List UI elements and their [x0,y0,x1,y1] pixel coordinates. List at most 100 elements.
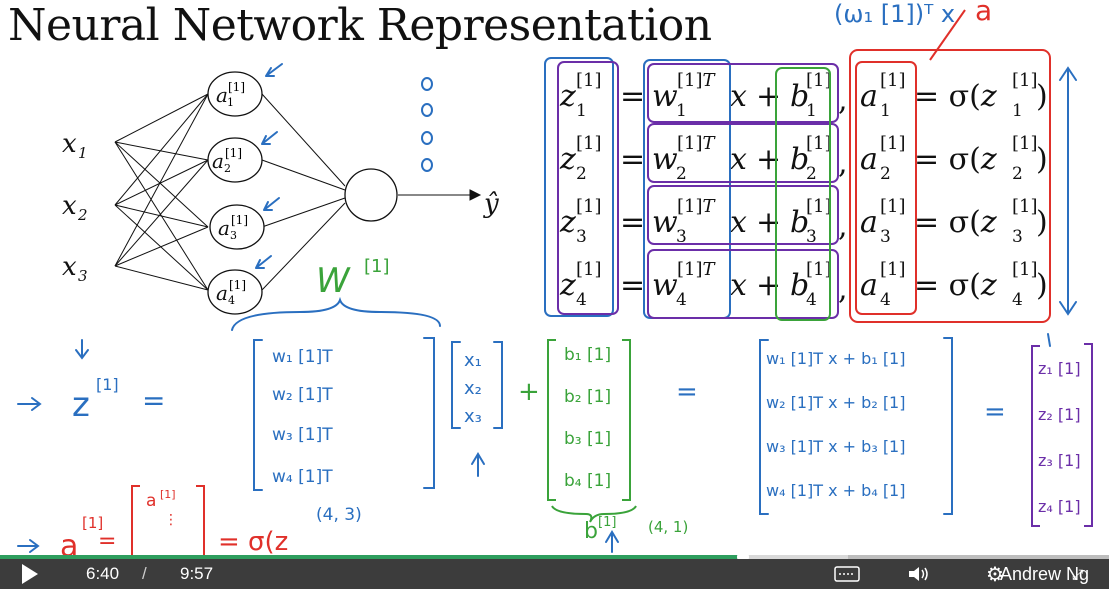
network-diagram: x 1 x 2 x 3 [62,63,499,315]
svg-text:+: + [756,205,781,240]
svg-text:[1]: [1] [576,70,602,91]
svg-text:4: 4 [880,290,891,310]
svg-text:w₄ [1]T x + b₄ [1]: w₄ [1]T x + b₄ [1] [766,481,905,500]
svg-text:[1]: [1] [225,146,242,160]
svg-text:z: z [559,268,576,303]
input-edges [114,93,209,291]
svg-text:w₃ [1]T x + b₃ [1]: w₃ [1]T x + b₃ [1] [766,437,905,456]
equations-block: z [1]1 = w [1]T1 x + b [1]1 , a [1]1 = σ… [544,0,1077,323]
a-column-box [855,61,917,315]
svg-text:= σ(z: = σ(z [914,79,997,114]
x-vector: x₁ x₂ x₃ [464,350,482,427]
svg-text:4: 4 [1012,290,1023,310]
settings-icon[interactable]: ⚙ [986,563,1004,586]
W-label: W [316,261,351,301]
video-controls: 6:40 / 9:57 ⚙ Andrew Ng ⤢ [0,559,1109,589]
b-column-box [775,67,831,321]
row2-box [647,123,839,183]
progress-played [0,555,744,559]
svg-text:3: 3 [576,227,587,247]
svg-text:=: = [620,142,645,177]
svg-text:+: + [518,377,540,407]
svg-text:2: 2 [676,164,687,184]
svg-text:[1]: [1] [880,259,906,280]
svg-text:[1]: [1] [576,196,602,217]
captions-icon[interactable] [834,559,860,589]
svg-text:w₁ [1]T: w₁ [1]T [272,347,333,367]
svg-text:x₁: x₁ [464,350,482,371]
svg-text:3: 3 [676,227,687,247]
hidden-edges [261,93,482,291]
svg-text:x₂: x₂ [464,378,482,399]
svg-text:z₂ [1]: z₂ [1] [1038,405,1081,424]
svg-text:(ω₁ [1])ᵀ x: (ω₁ [1])ᵀ x [834,0,955,28]
svg-text:w₃ [1]T: w₃ [1]T [272,425,333,445]
svg-text:1: 1 [576,101,587,121]
svg-text:x₃: x₃ [464,406,482,427]
svg-text:+: + [756,268,781,303]
fullscreen-icon[interactable]: ⤢ [1072,565,1084,582]
svg-text:z₃ [1]: z₃ [1] [1038,451,1081,470]
svg-text:= σ(z: = σ(z [914,205,997,240]
svg-text:x: x [62,252,77,282]
input-x1: x 1 [62,129,88,162]
svg-text:z₁ [1]: z₁ [1] [1038,359,1081,378]
svg-text:z: z [559,205,576,240]
equation-row-4: z [1]4 = w [1]T4 x + b [1]4 , a [1]4 = σ… [559,259,1048,310]
play-icon[interactable] [22,559,38,589]
svg-text:[1]T: [1]T [677,70,717,91]
svg-text:[1]T: [1]T [677,196,717,217]
svg-text:,: , [838,209,848,244]
hidden-node-3: a [1] 3 [209,204,265,250]
svg-text:z₄ [1]: z₄ [1] [1038,497,1081,516]
handwritten-matrix-equation: W [1] z [1] = w₁ [1]T w₂ [1]T w₃ [1]T w₄… [17,256,1093,555]
svg-text:a: a [860,142,878,177]
svg-text:b: b [790,205,809,240]
current-time: 6:40 [86,564,120,583]
equation-row-2: z [1]2 = w [1]T2 x + b [1]2 , a [1]2 = σ… [559,133,1048,184]
svg-text:b₃ [1]: b₃ [1] [564,429,611,449]
svg-text:1: 1 [880,101,891,121]
svg-text:a: a [216,281,228,305]
vertical-arrow [1059,66,1077,316]
svg-text:z: z [559,79,576,114]
svg-text:2: 2 [1012,164,1023,184]
row1-box [647,63,839,123]
svg-text:= σ(z: = σ(z [914,268,997,303]
svg-text:[1]: [1] [806,133,832,154]
svg-text:[1]: [1] [82,514,103,532]
svg-text:1: 1 [78,144,88,162]
svg-text:a: a [975,0,992,27]
svg-text:[1]: [1] [880,133,906,154]
svg-text:2: 2 [806,164,817,184]
svg-text:b: b [584,519,598,544]
svg-text:=: = [620,205,645,240]
svg-text:4: 4 [806,290,817,310]
volume-icon[interactable] [906,559,932,589]
z-inner-box [557,61,619,315]
svg-text:x: x [730,79,747,114]
svg-text:w₁ [1]T x + b₁ [1]: w₁ [1]T x + b₁ [1] [766,349,905,368]
svg-text:z: z [72,385,90,425]
svg-text:a: a [60,529,78,555]
svg-text:,: , [838,272,848,307]
lecturer-watermark: Andrew Ng [1000,563,1090,584]
progress-buffered [743,555,849,559]
svg-text:1: 1 [1012,101,1023,121]
svg-text:=: = [984,397,1006,427]
output-label: ŷ [483,189,499,219]
row3-box [647,185,839,245]
svg-text:b₁ [1]: b₁ [1] [564,345,611,365]
svg-text:[1]: [1] [576,133,602,154]
svg-text:b₂ [1]: b₂ [1] [564,387,611,407]
svg-text:[1]: [1] [229,278,246,292]
svg-text:a: a [212,149,224,173]
W-matrix-rows: w₁ [1]T w₂ [1]T w₃ [1]T w₄ [1]T [272,347,333,487]
svg-text:a: a [218,216,230,240]
svg-text:[1]: [1] [806,196,832,217]
hidden-node-4: a [1] 4 [207,269,263,315]
slide-canvas: x 1 x 2 x 3 [17,0,1093,555]
svg-text:w₂ [1]T x + b₂ [1]: w₂ [1]T x + b₂ [1] [766,393,905,412]
svg-text:= σ(z: = σ(z [914,142,997,177]
svg-text:3: 3 [1012,227,1023,247]
